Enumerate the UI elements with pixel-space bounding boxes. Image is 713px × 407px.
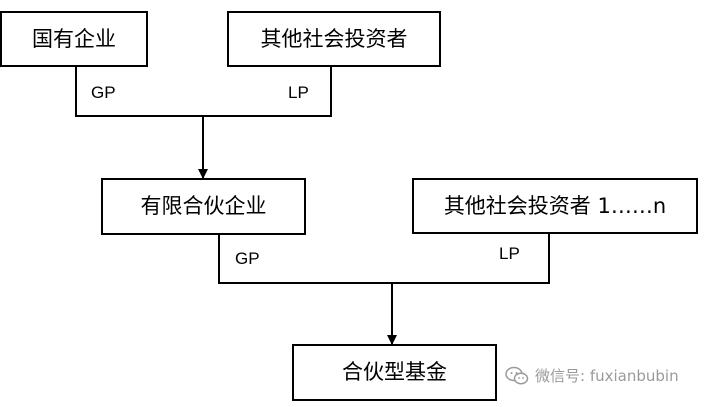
node-limited-partnership: 有限合伙企业 bbox=[101, 178, 306, 235]
wechat-icon bbox=[505, 366, 529, 384]
node-partnership-fund-label: 合伙型基金 bbox=[342, 360, 447, 384]
watermark-text: 微信号: fuxianbubin bbox=[535, 367, 679, 385]
node-state-enterprise: 国有企业 bbox=[0, 11, 148, 67]
node-partnership-fund: 合伙型基金 bbox=[292, 344, 497, 401]
node-other-investors-top: 其他社会投资者 bbox=[227, 11, 441, 67]
node-other-investors-n-label: 其他社会投资者 1……n bbox=[443, 193, 667, 218]
edge-label-top-lp: LP bbox=[288, 83, 309, 102]
node-state-enterprise-label: 国有企业 bbox=[32, 26, 116, 51]
node-other-investors-top-label: 其他社会投资者 bbox=[260, 26, 408, 51]
edge-label-top-gp: GP bbox=[91, 83, 116, 102]
edge-label-mid-gp: GP bbox=[235, 249, 260, 268]
watermark: 微信号: fuxianbubin bbox=[505, 365, 679, 386]
edge-label-mid-lp: LP bbox=[499, 244, 520, 263]
node-limited-partnership-label: 有限合伙企业 bbox=[140, 194, 267, 218]
node-other-investors-n: 其他社会投资者 1……n bbox=[412, 178, 698, 234]
